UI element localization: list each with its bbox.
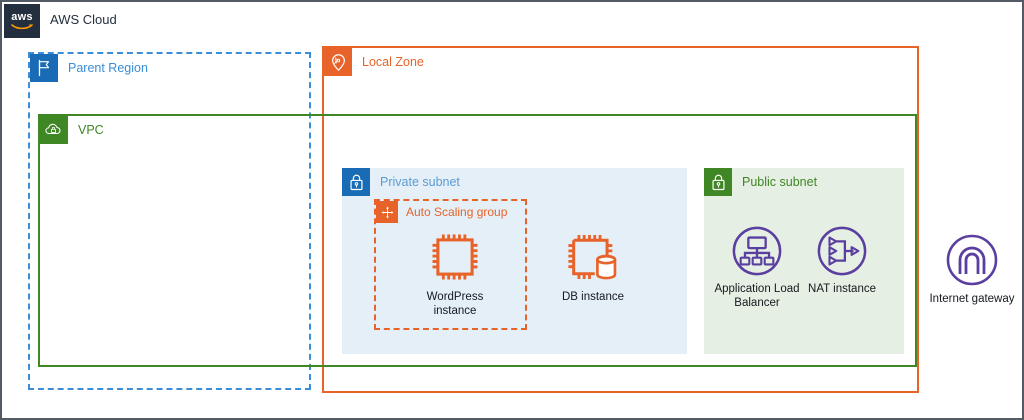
ec2-chip-database-icon xyxy=(564,228,622,284)
local-zone-label-row: Local Zone xyxy=(324,48,424,76)
auto-scaling-label: Auto Scaling group xyxy=(406,205,508,219)
flag-icon xyxy=(30,54,58,82)
nat-instance-label: NAT instance xyxy=(808,283,876,295)
vpc-cloud-lock-icon xyxy=(40,116,68,144)
private-subnet-label-row: Private subnet xyxy=(342,168,460,196)
aws-logo-text: aws xyxy=(11,11,33,23)
parent-region-label: Parent Region xyxy=(68,61,148,75)
group-auto-scaling: Auto Scaling group xyxy=(374,199,527,330)
node-internet-gateway[interactable]: Internet gateway xyxy=(917,230,1022,306)
node-wordpress-instance[interactable]: WordPress instance xyxy=(400,228,510,318)
group-vpc: VPC xyxy=(38,114,917,367)
public-subnet-label-row: Public subnet xyxy=(704,168,817,196)
application-load-balancer-icon xyxy=(732,220,782,276)
location-pin-icon xyxy=(324,48,352,76)
auto-scaling-label-row: Auto Scaling group xyxy=(376,201,507,223)
local-zone-label: Local Zone xyxy=(362,55,424,69)
wordpress-label-line2: instance xyxy=(433,305,477,317)
database-cylinder xyxy=(596,254,617,280)
wordpress-instance-label: WordPress instance xyxy=(427,290,484,318)
lock-icon xyxy=(704,168,732,196)
internet-gateway-label: Internet gateway xyxy=(929,293,1015,305)
vpc-label-row: VPC xyxy=(40,116,104,144)
nat-instance-icon xyxy=(817,220,867,276)
node-nat-instance[interactable]: NAT instance xyxy=(787,220,897,296)
node-db-instance[interactable]: DB instance xyxy=(538,228,648,304)
public-subnet-label: Public subnet xyxy=(742,175,818,189)
ec2-chip-icon xyxy=(428,228,482,284)
aws-smile-icon xyxy=(11,24,33,30)
group-local-zone: Local Zone xyxy=(322,46,919,393)
application-load-balancer-label: Application Load Balancer xyxy=(714,282,799,310)
lock-icon xyxy=(342,168,370,196)
private-subnet-label: Private subnet xyxy=(380,175,460,189)
alb-label-line1: Application Load xyxy=(714,283,800,295)
db-instance-label: DB instance xyxy=(561,291,624,303)
internet-gateway-icon xyxy=(946,230,998,286)
aws-logo-icon: aws xyxy=(4,4,40,38)
wordpress-label-line1: WordPress xyxy=(426,291,484,303)
vpc-label: VPC xyxy=(78,123,104,137)
alb-label-line2: Balancer xyxy=(734,297,780,309)
node-application-load-balancer[interactable]: Application Load Balancer xyxy=(702,220,812,310)
group-parent-region: Parent Region xyxy=(28,52,311,390)
aws-cloud-title: AWS Cloud xyxy=(50,12,117,27)
auto-scaling-arrows-icon xyxy=(376,201,398,223)
parent-region-label-row: Parent Region xyxy=(30,54,148,82)
